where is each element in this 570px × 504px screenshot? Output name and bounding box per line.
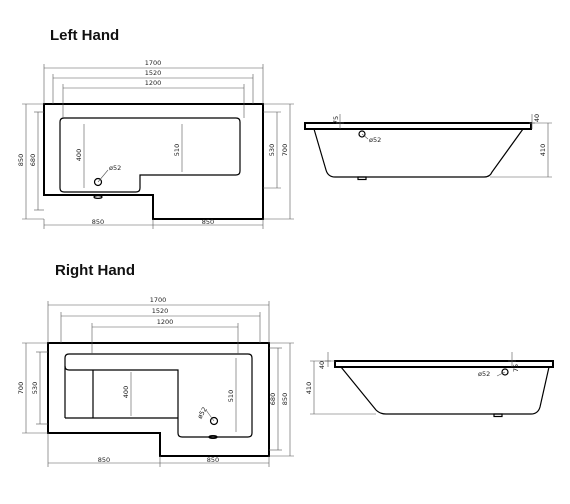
right-dim-inner-length: 1200 [157,318,174,326]
left-side-foot [357,176,367,181]
right-dim-left-width: 700 [17,382,25,394]
right-dim-waste: ø52 [196,406,209,421]
right-side-waste [501,368,509,376]
left-dim-front-width: 530 [268,144,276,156]
right-plan-waste [209,416,219,426]
left-dim-overall-width: 850 [17,154,25,166]
left-dim-waste: ø52 [109,164,121,172]
left-hand-side-view: 75 ø52 40 410 [304,114,552,181]
left-plan-inner-basin [59,117,241,193]
right-dim-front-width: 530 [31,382,39,394]
right-side-foot [493,413,503,418]
right-side-waste-dim: ø52 [478,370,490,378]
left-plan-overflow [93,195,103,200]
right-side-height-dim: 410 [305,382,313,394]
left-dim-inner-width: 510 [173,144,181,156]
left-side-rim-right-dim: 40 [533,114,541,122]
right-hand-plan: 1700 1520 1200 700 530 400 ø52 510 680 8… [17,296,294,467]
left-side-body [313,128,524,178]
right-side-rim [334,360,554,368]
left-dim-inner-length: 1200 [145,79,162,87]
left-plan-waste [93,177,103,187]
left-dim-bottom-left: 850 [92,218,104,226]
right-plan-inner-basin [64,353,253,438]
right-dim-inner-width: 510 [227,390,235,402]
right-dim-overall-length: 1700 [150,296,167,304]
left-side-rim [304,122,532,130]
right-dim-bottom-right: 850 [207,456,219,464]
left-dim-rear-width: 680 [29,154,37,166]
right-hand-side-view: 40 75 ø52 410 [305,352,554,418]
right-side-rim-left-dim: 40 [318,361,326,369]
right-plan-overflow [208,435,218,440]
left-hand-title: Left Hand [50,27,120,44]
right-side-body [340,366,550,415]
left-dim-bath-depth: 400 [75,149,83,161]
left-side-waste [358,130,366,138]
left-dim-bottom-right: 850 [202,218,214,226]
right-dim-bath-depth: 400 [122,386,130,398]
right-dim-overall-width: 850 [281,393,289,405]
left-side-height-dim: 410 [539,144,547,156]
right-dim-rear-width: 680 [269,393,277,405]
right-side-rim-dim: 75 [512,364,520,372]
right-hand-title: Right Hand [55,262,135,279]
right-dim-bottom-left: 850 [98,456,110,464]
left-dim-right-width: 700 [281,144,289,156]
left-hand-plan: 1700 1520 1200 850 680 400 510 ø52 530 7… [17,59,294,229]
left-dim-overall-length: 1700 [145,59,162,67]
left-side-rim-dim: 75 [332,116,340,124]
left-dim-mid-length: 1520 [145,69,162,77]
left-side-waste-dim: ø52 [369,136,381,144]
right-dim-mid-length: 1520 [152,307,169,315]
